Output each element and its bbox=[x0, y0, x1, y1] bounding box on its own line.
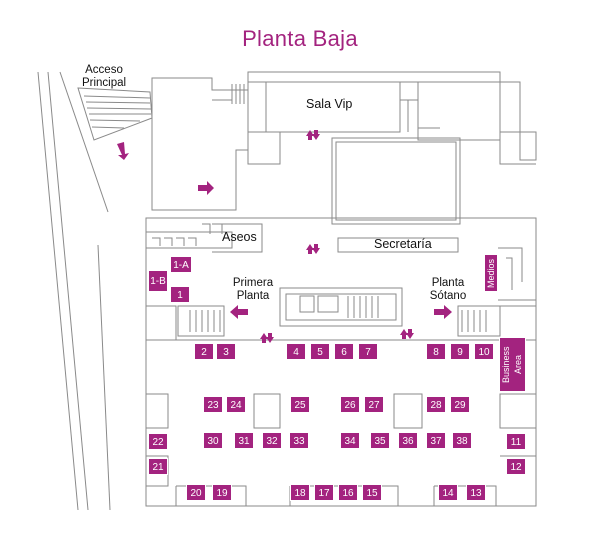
label-acceso-principal: Acceso Principal bbox=[81, 64, 127, 89]
booth-4[interactable]: 4 bbox=[286, 343, 306, 360]
column bbox=[145, 393, 169, 429]
booth-11[interactable]: 11 bbox=[506, 433, 526, 450]
upper-block bbox=[212, 89, 233, 101]
access-wall bbox=[59, 71, 109, 213]
label-planta-sotano: Planta Sótano bbox=[429, 277, 467, 302]
stair-core bbox=[279, 287, 403, 327]
booth-14[interactable]: 14 bbox=[438, 484, 458, 501]
core-elevators bbox=[299, 295, 339, 313]
booth-9[interactable]: 9 bbox=[450, 343, 470, 360]
booth-35[interactable]: 35 bbox=[370, 432, 390, 449]
upper-block bbox=[519, 82, 537, 161]
up-down-arrows-icon bbox=[306, 244, 320, 254]
arrow-down-icon bbox=[117, 142, 129, 160]
booth-27[interactable]: 27 bbox=[364, 396, 384, 413]
booth-12[interactable]: 12 bbox=[506, 458, 526, 475]
secretaria-desk bbox=[337, 237, 459, 253]
arrow-right-icon bbox=[434, 305, 452, 319]
right-rooms bbox=[498, 217, 537, 301]
upper-stairs bbox=[231, 84, 245, 104]
booth-23[interactable]: 23 bbox=[203, 396, 223, 413]
hall-wall bbox=[146, 305, 177, 340]
arrow-left-icon bbox=[230, 305, 248, 319]
booth-1[interactable]: 1 bbox=[170, 286, 190, 303]
upper-block bbox=[499, 140, 536, 165]
up-down-arrows-icon bbox=[260, 333, 274, 343]
booth-1-a[interactable]: 1-A bbox=[170, 256, 192, 273]
stairs-first-floor bbox=[177, 305, 225, 337]
main-building bbox=[146, 231, 233, 249]
booth-30[interactable]: 30 bbox=[203, 432, 223, 449]
booth-33[interactable]: 33 bbox=[289, 432, 309, 449]
medios-area[interactable]: Medios bbox=[484, 254, 498, 292]
booth-19[interactable]: 19 bbox=[212, 484, 232, 501]
booth-18[interactable]: 18 bbox=[290, 484, 310, 501]
booth-20[interactable]: 20 bbox=[186, 484, 206, 501]
booth-5[interactable]: 5 bbox=[310, 343, 330, 360]
main-building bbox=[145, 217, 537, 507]
booth-10[interactable]: 10 bbox=[474, 343, 494, 360]
upper-block bbox=[247, 131, 281, 165]
access-wall bbox=[97, 244, 111, 511]
stair-core bbox=[285, 293, 397, 321]
column bbox=[253, 393, 281, 429]
up-down-arrows-icon bbox=[400, 329, 414, 339]
upper-block bbox=[247, 71, 501, 83]
booth-32[interactable]: 32 bbox=[262, 432, 282, 449]
label-sala-vip: Sala Vip bbox=[306, 97, 353, 111]
central-court bbox=[335, 141, 457, 221]
arrow-right-icon bbox=[198, 181, 214, 195]
label-aseos: Aseos bbox=[222, 230, 257, 244]
central-court bbox=[331, 137, 461, 225]
upper-block bbox=[400, 81, 419, 101]
booth-8[interactable]: 8 bbox=[426, 343, 446, 360]
access-wall bbox=[47, 71, 89, 511]
upper-block bbox=[247, 81, 267, 133]
booth-29[interactable]: 29 bbox=[450, 396, 470, 413]
aseos-fixtures bbox=[152, 223, 223, 246]
booth-22[interactable]: 22 bbox=[148, 433, 168, 450]
booth-28[interactable]: 28 bbox=[426, 396, 446, 413]
upper-block bbox=[417, 110, 440, 129]
upper-block bbox=[417, 81, 501, 141]
stairs-basement-steps bbox=[461, 310, 487, 332]
booth-24[interactable]: 24 bbox=[226, 396, 246, 413]
booth-31[interactable]: 31 bbox=[234, 432, 254, 449]
right-rooms bbox=[506, 257, 513, 290]
page-title: Planta Baja bbox=[242, 26, 358, 51]
booth-15[interactable]: 15 bbox=[362, 484, 382, 501]
booth-3[interactable]: 3 bbox=[216, 343, 236, 360]
core-stairs bbox=[347, 296, 379, 318]
booth-36[interactable]: 36 bbox=[398, 432, 418, 449]
booth-13[interactable]: 13 bbox=[466, 484, 486, 501]
access-stairs-steps bbox=[83, 95, 152, 129]
label-primera-planta: Primera Planta bbox=[232, 277, 274, 302]
booth-2[interactable]: 2 bbox=[194, 343, 214, 360]
booth-17[interactable]: 17 bbox=[314, 484, 334, 501]
booth-34[interactable]: 34 bbox=[340, 432, 360, 449]
booth-16[interactable]: 16 bbox=[338, 484, 358, 501]
stairs-first-floor-steps bbox=[189, 310, 221, 332]
column bbox=[146, 455, 169, 487]
booth-26[interactable]: 26 bbox=[340, 396, 360, 413]
upper-block bbox=[500, 81, 521, 133]
booth-1-b[interactable]: 1-B bbox=[148, 270, 168, 292]
booth-37[interactable]: 37 bbox=[426, 432, 446, 449]
aseos-room bbox=[212, 223, 263, 253]
access-wall bbox=[37, 71, 79, 511]
booth-21[interactable]: 21 bbox=[148, 458, 168, 475]
stairs-basement bbox=[457, 305, 501, 337]
up-down-arrows-icon bbox=[306, 130, 320, 140]
column bbox=[499, 393, 537, 429]
booth-38[interactable]: 38 bbox=[452, 432, 472, 449]
business-area[interactable]: Business Area bbox=[499, 337, 526, 392]
booth-6[interactable]: 6 bbox=[334, 343, 354, 360]
right-rooms bbox=[498, 247, 523, 282]
label-secretaria: Secretaría bbox=[374, 237, 432, 251]
column bbox=[393, 393, 423, 429]
booth-7[interactable]: 7 bbox=[358, 343, 378, 360]
booth-25[interactable]: 25 bbox=[290, 396, 310, 413]
